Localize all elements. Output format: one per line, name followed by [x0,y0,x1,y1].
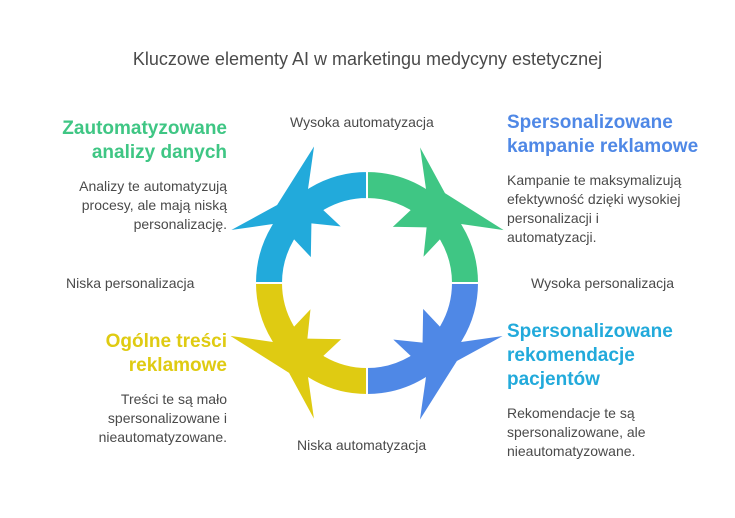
description-line: efektywność dzięki wysokiej [507,191,681,207]
axis-label-bottom: Niska automatyzacja [297,437,427,453]
description-line: Analizy te automatyzują [79,178,227,194]
quadrant-heading: Spersonalizowane rekomendacje pacjentów [507,320,727,392]
description-line: Treści te są mało [120,391,227,407]
description-line: nieautomatyzowane. [98,429,227,445]
description-line: nieautomatyzowane. [507,443,636,459]
ring-segment-top-left [225,141,368,284]
heading-line: rekomendacje [507,345,635,366]
quadrant-bottom-left: Ogólne treści reklamowe Treści te są mał… [0,330,227,447]
description-line: procesy, ale mają niską [81,197,227,213]
ring-segment-bottom-right [366,282,509,425]
heading-line: Spersonalizowane [507,321,673,342]
axis-label-left: Niska personalizacja [66,275,195,291]
quadrant-top-right: Spersonalizowane kampanie reklamowe Kamp… [507,111,727,247]
quadrant-heading: Ogólne treści reklamowe [0,330,227,378]
ring-segment-top-right [366,141,509,284]
quadrant-heading: Zautomatyzowane analizy danych [0,117,227,165]
heading-line: pacjentów [507,369,600,390]
description-line: Rekomendacje te są [507,405,635,421]
heading-line: reklamowe [128,355,227,376]
heading-line: Spersonalizowane [507,112,673,133]
quadrant-description: Kampanie te maksymalizują efektywność dz… [507,171,727,247]
description-line: spersonalizowane, ale [507,424,646,440]
heading-line: analizy danych [91,142,227,163]
description-line: Kampanie te maksymalizują [507,172,682,188]
ring-segment-bottom-left [225,282,368,425]
axis-label-top: Wysoka automatyzacja [290,114,434,130]
description-line: spersonalizowane i [107,410,227,426]
quadrant-heading: Spersonalizowane kampanie reklamowe [507,111,727,159]
heading-line: kampanie reklamowe [507,136,699,157]
quadrant-bottom-right: Spersonalizowane rekomendacje pacjentów … [507,320,727,461]
quadrant-description: Treści te są mało spersonalizowane i nie… [0,390,227,447]
axis-label-right: Wysoka personalizacja [531,275,675,291]
description-line: personalizację. [133,216,227,232]
description-line: automatyzacji. [507,229,597,245]
quadrant-description: Analizy te automatyzują procesy, ale maj… [0,177,227,234]
description-line: personalizacji i [507,210,599,226]
quadrant-top-left: Zautomatyzowane analizy danych Analizy t… [0,117,227,234]
heading-line: Zautomatyzowane [62,118,227,139]
quadrant-description: Rekomendacje te są spersonalizowane, ale… [507,404,727,461]
diagram-title: Kluczowe elementy AI w marketingu medycy… [132,49,603,69]
heading-line: Ogólne treści [105,331,227,352]
